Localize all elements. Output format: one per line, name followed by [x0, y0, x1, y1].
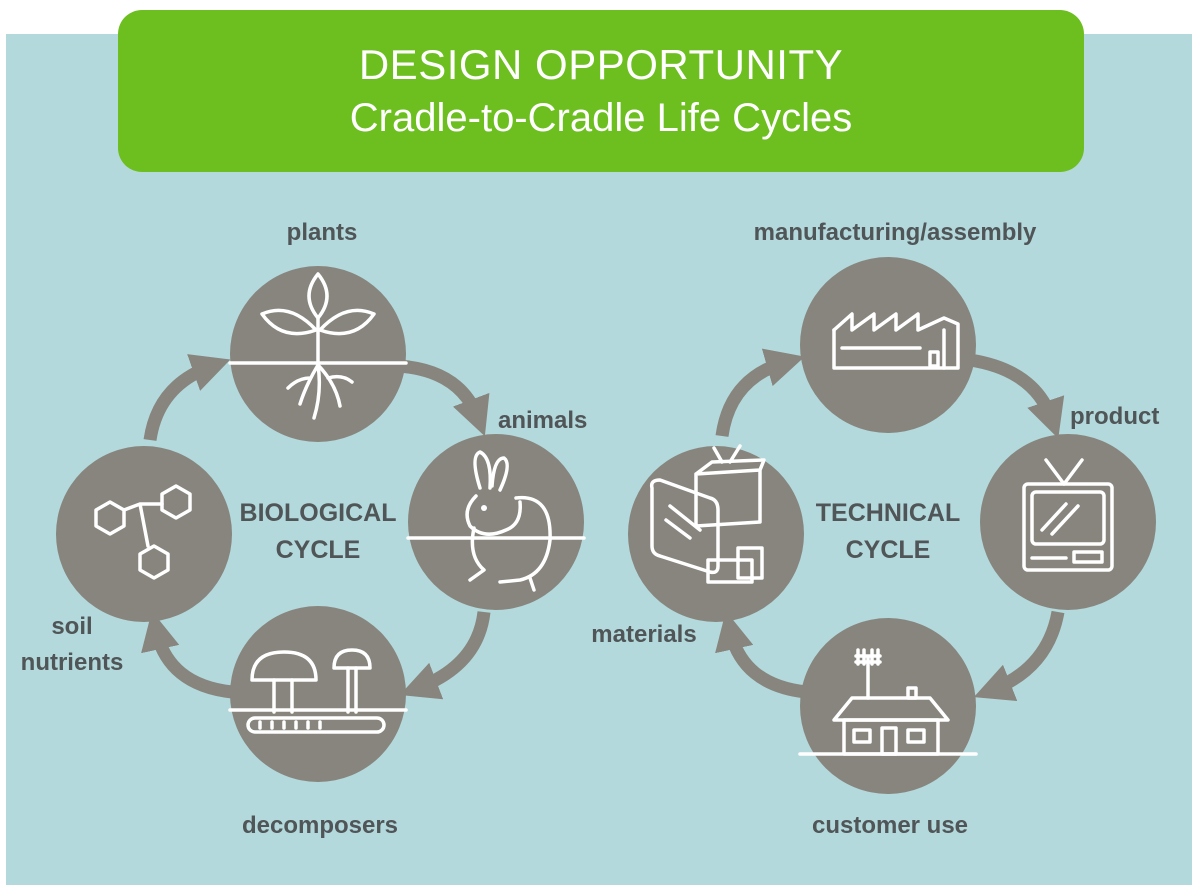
soil-nutrients-node [56, 446, 232, 622]
manufacturing-node [800, 257, 976, 433]
title-banner: DESIGN OPPORTUNITY Cradle-to-Cradle Life… [118, 10, 1084, 172]
materials-node [628, 444, 804, 622]
arrow-plants-to-animals [397, 359, 490, 437]
decomposers-node [228, 606, 408, 782]
scrap-electronics-icon [649, 444, 766, 584]
plants-node [228, 266, 408, 442]
mushroom-worm-icon [228, 648, 408, 734]
rabbit-icon [406, 450, 586, 592]
customer-use-node [798, 618, 978, 794]
arrow-materials-to-manufacturing [715, 348, 805, 438]
arrow-product-to-customer [973, 610, 1065, 702]
label-materials: materials [591, 621, 696, 648]
molecule-icon [94, 484, 192, 580]
arrow-manufacturing-to-product [968, 353, 1065, 439]
house-icon [798, 648, 978, 756]
arrow-soil-to-plants [143, 354, 231, 442]
technical-cycle-arrows [715, 348, 1065, 702]
label-animals: animals [498, 407, 587, 434]
label-manufacturing: manufacturing/assembly [754, 219, 1037, 246]
plant-icon [228, 272, 408, 420]
biological-center-line1: BIOLOGICAL [240, 499, 397, 527]
banner-subtitle: Cradle-to-Cradle Life Cycles [349, 96, 853, 140]
label-product: product [1070, 403, 1159, 430]
label-decomposers: decomposers [242, 812, 398, 839]
arrow-customer-to-materials [715, 610, 807, 699]
banner-title: DESIGN OPPORTUNITY [358, 41, 844, 88]
animals-node [406, 434, 586, 610]
technical-center-line2: CYCLE [846, 536, 931, 564]
label-plants: plants [287, 219, 358, 246]
product-node [980, 434, 1156, 610]
label-customer-use: customer use [812, 812, 968, 839]
background-panel [6, 34, 1192, 885]
television-icon [1022, 458, 1114, 572]
arrow-animals-to-decomposers [399, 611, 491, 700]
factory-icon [832, 312, 960, 370]
biological-cycle-arrows [141, 354, 491, 700]
label-soil: soil [51, 613, 92, 640]
biological-center-line2: CYCLE [276, 536, 361, 564]
label-nutrients: nutrients [21, 649, 124, 676]
technical-center-line1: TECHNICAL [816, 499, 960, 527]
arrow-decomposers-to-soil [141, 610, 233, 699]
